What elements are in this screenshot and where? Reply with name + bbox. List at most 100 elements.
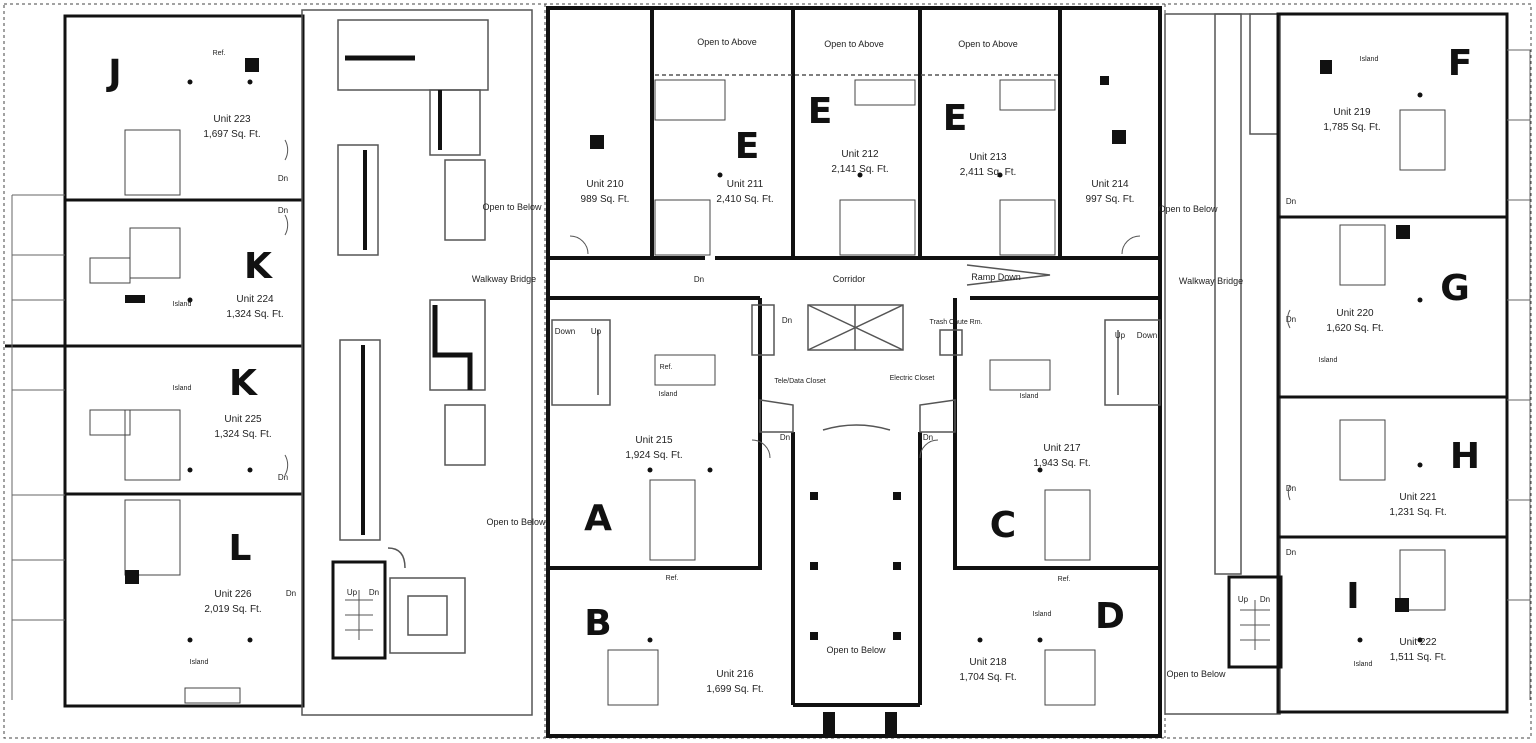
dn-226: Dn bbox=[286, 589, 296, 598]
unit-220-name: Unit 220 bbox=[1336, 308, 1374, 319]
island-222: Island bbox=[1354, 661, 1373, 668]
unit-224-name: Unit 224 bbox=[236, 294, 274, 305]
island-220: Island bbox=[1319, 357, 1338, 364]
dn-225: Dn bbox=[278, 473, 288, 482]
dn-hall-right: Dn bbox=[923, 433, 933, 442]
open-to-below-left-bottom: Open to Below bbox=[486, 517, 546, 527]
open-to-below-right-bottom: Open to Below bbox=[1166, 669, 1226, 679]
dn-222: Dn bbox=[1286, 548, 1296, 557]
open-to-below-left-top: Open to Below bbox=[482, 202, 542, 212]
letter-unit-212: E bbox=[808, 91, 833, 132]
stair-down-left: Down bbox=[555, 327, 575, 336]
open-to-below-right-top: Open to Below bbox=[1158, 204, 1218, 214]
stair-down-right: Down bbox=[1137, 331, 1157, 340]
letter-unit-222: I bbox=[1346, 576, 1359, 617]
open-to-above-213: Open to Above bbox=[958, 39, 1018, 49]
corridor-label: Corridor bbox=[833, 274, 866, 284]
left-stair bbox=[331, 560, 387, 660]
structural-columns bbox=[810, 76, 1109, 734]
ramp-down-label: Ramp Down bbox=[971, 272, 1021, 282]
unit-labels: Unit 223 1,697 Sq. Ft. Unit 224 1,324 Sq… bbox=[203, 107, 1446, 695]
letter-unit-213: E bbox=[943, 98, 968, 139]
unit-213-name: Unit 213 bbox=[969, 152, 1007, 163]
letter-unit-218: D bbox=[1095, 596, 1125, 637]
unit-213-area: 2,411 Sq. Ft. bbox=[960, 167, 1017, 178]
dn-223: Dn bbox=[278, 174, 288, 183]
unit-218-name: Unit 218 bbox=[969, 657, 1007, 668]
unit-212-area: 2,141 Sq. Ft. bbox=[831, 164, 888, 175]
unit-221-area: 1,231 Sq. Ft. bbox=[1389, 507, 1446, 518]
center-structure bbox=[551, 74, 1161, 433]
unit-221-name: Unit 221 bbox=[1399, 492, 1437, 503]
walkway-bridge-left: Walkway Bridge bbox=[472, 274, 536, 284]
unit-218-area: 1,704 Sq. Ft. bbox=[959, 672, 1016, 683]
ref-218: Ref. bbox=[1058, 576, 1071, 583]
island-224: Island bbox=[173, 301, 192, 308]
left-atrium bbox=[301, 9, 533, 716]
right-atrium bbox=[1164, 13, 1281, 715]
trash-chute-label: Trash Chute Rm. bbox=[929, 319, 982, 326]
unit-223-name: Unit 223 bbox=[213, 114, 251, 125]
unit-222-area: 1,511 Sq. Ft. bbox=[1390, 652, 1447, 663]
island-217: Island bbox=[1020, 393, 1039, 400]
unit-220-area: 1,620 Sq. Ft. bbox=[1326, 323, 1383, 334]
dn-elevator: Dn bbox=[782, 316, 792, 325]
unit-226-name: Unit 226 bbox=[214, 589, 252, 600]
letter-unit-221: H bbox=[1450, 436, 1480, 477]
island-226: Island bbox=[190, 659, 209, 666]
island-215: Island bbox=[659, 391, 678, 398]
open-to-below-center: Open to Below bbox=[826, 645, 886, 655]
unit-type-letters: J K K L E E E A B C D F G H I bbox=[105, 43, 1480, 644]
letter-unit-226: L bbox=[229, 528, 252, 569]
right-balcony-grid bbox=[1507, 49, 1531, 700]
unit-216-area: 1,699 Sq. Ft. bbox=[706, 684, 763, 695]
center-block-walls bbox=[546, 6, 1162, 738]
ref-216: Ref. bbox=[666, 575, 679, 582]
unit-215-name: Unit 215 bbox=[635, 435, 673, 446]
letter-unit-219: F bbox=[1448, 43, 1473, 84]
stair-dn-left-wing: Dn bbox=[369, 588, 379, 597]
unit-219-name: Unit 219 bbox=[1333, 107, 1371, 118]
unit-215-area: 1,924 Sq. Ft. bbox=[625, 450, 682, 461]
unit-210-area: 989 Sq. Ft. bbox=[581, 194, 630, 205]
dn-224: Dn bbox=[278, 206, 288, 215]
unit-225-name: Unit 225 bbox=[224, 414, 262, 425]
unit-211-name: Unit 211 bbox=[727, 179, 764, 190]
dn-corridor: Dn bbox=[694, 275, 704, 284]
dn-221: Dn bbox=[1286, 484, 1296, 493]
dn-hall-left: Dn bbox=[780, 433, 790, 442]
right-wing-walls bbox=[1276, 12, 1509, 714]
right-stair bbox=[1227, 575, 1283, 669]
left-wing-walls bbox=[5, 14, 305, 708]
ref-215: Ref. bbox=[660, 364, 673, 371]
stair-dn-right-wing: Dn bbox=[1260, 595, 1270, 604]
unit-225-area: 1,324 Sq. Ft. bbox=[214, 429, 271, 440]
unit-216-name: Unit 216 bbox=[716, 669, 754, 680]
open-to-above-212: Open to Above bbox=[824, 39, 884, 49]
unit-214-area: 997 Sq. Ft. bbox=[1086, 194, 1135, 205]
unit-219-area: 1,785 Sq. Ft. bbox=[1323, 122, 1380, 133]
letter-unit-223: J bbox=[105, 53, 121, 94]
stair-up-left-wing: Up bbox=[347, 588, 358, 597]
unit-210-name: Unit 210 bbox=[586, 179, 624, 190]
stair-up-left: Up bbox=[591, 327, 602, 336]
unit-222-name: Unit 222 bbox=[1399, 637, 1437, 648]
stair-up-right-wing: Up bbox=[1238, 595, 1249, 604]
unit-217-area: 1,943 Sq. Ft. bbox=[1033, 458, 1090, 469]
letter-unit-220: G bbox=[1440, 268, 1470, 309]
unit-columns bbox=[187, 79, 1423, 643]
tele-data-closet-label: Tele/Data Closet bbox=[774, 378, 825, 385]
stair-up-right: Up bbox=[1115, 331, 1126, 340]
island-225: Island bbox=[173, 385, 192, 392]
unit-223-area: 1,697 Sq. Ft. bbox=[203, 129, 260, 140]
electric-closet-label: Electric Closet bbox=[890, 375, 935, 382]
unit-226-area: 2,019 Sq. Ft. bbox=[204, 604, 261, 615]
unit-211-area: 2,410 Sq. Ft. bbox=[716, 194, 773, 205]
unit-214-name: Unit 214 bbox=[1091, 179, 1129, 190]
island-219: Island bbox=[1360, 56, 1379, 63]
letter-unit-215: A bbox=[584, 498, 612, 539]
walkway-bridge-right: Walkway Bridge bbox=[1179, 276, 1243, 286]
unit-217-name: Unit 217 bbox=[1043, 443, 1081, 454]
island-218: Island bbox=[1033, 611, 1052, 618]
open-to-above-211: Open to Above bbox=[697, 37, 757, 47]
